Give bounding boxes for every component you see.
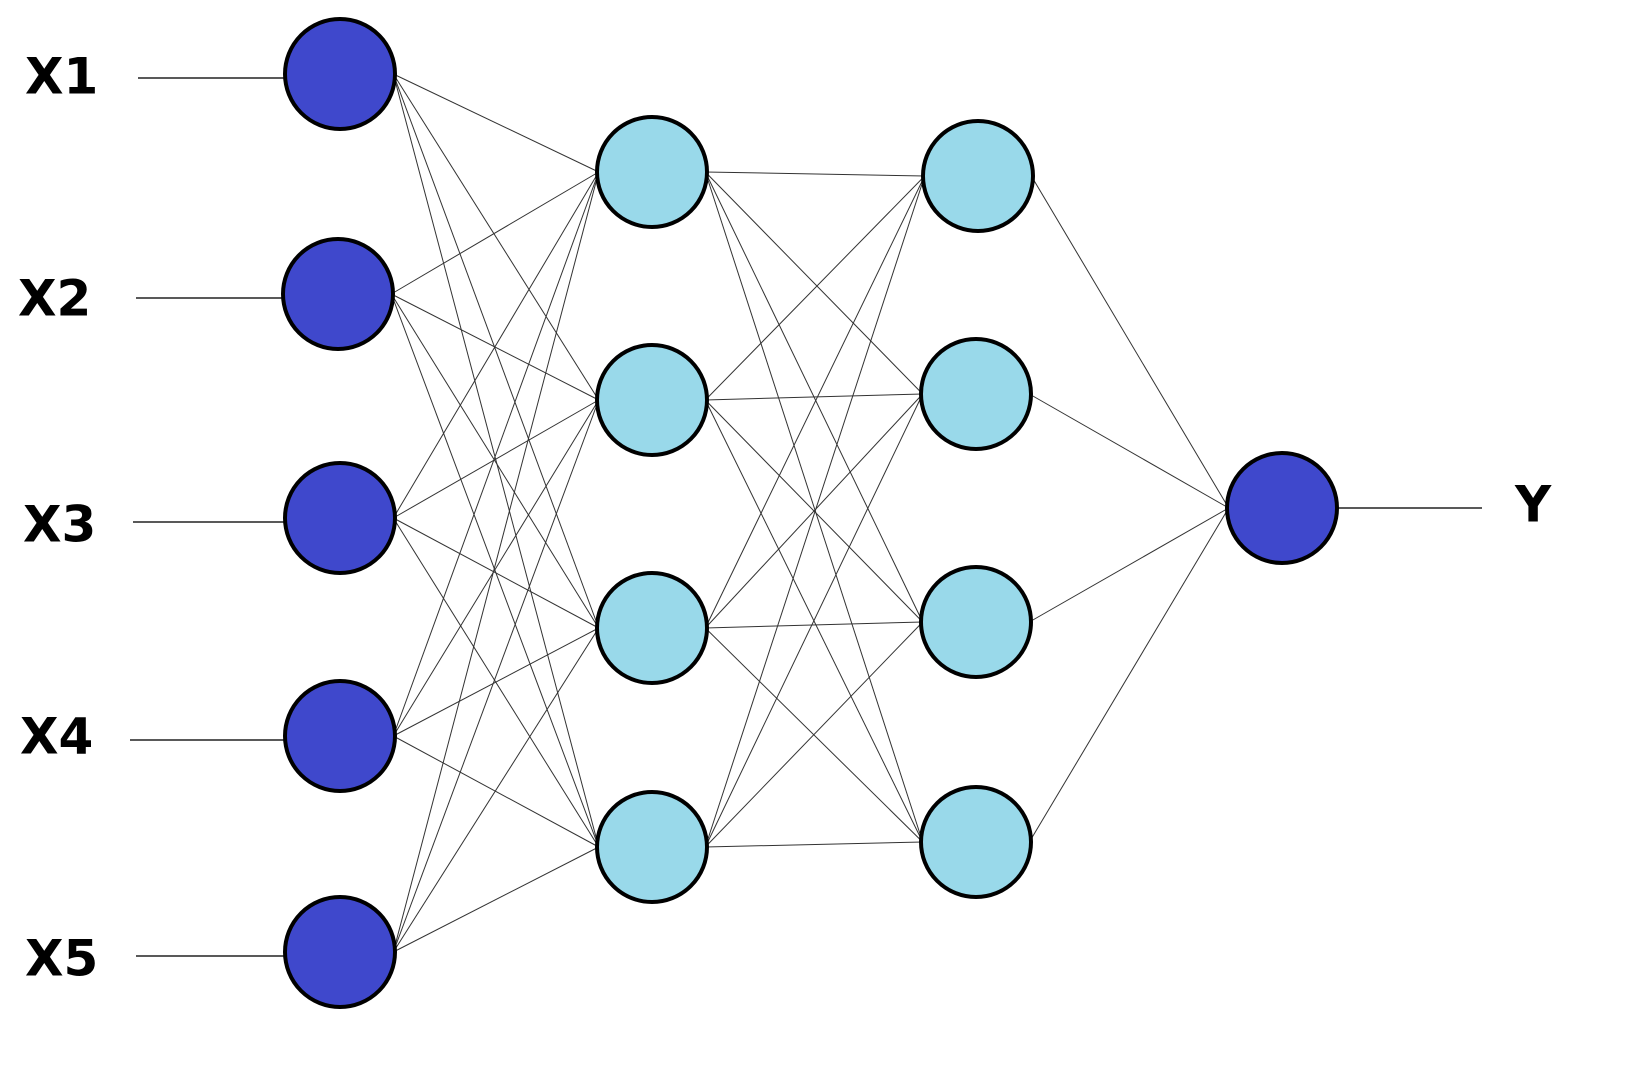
input-node-1: [283, 17, 397, 131]
edge-l1-5-to-1: [392, 171, 600, 953]
edge-l2-1-to-4: [704, 171, 924, 843]
input-label-x2: X2: [18, 270, 91, 328]
input-node-3: [283, 461, 397, 575]
edge-l1-1-to-1: [393, 73, 599, 173]
input-node-5: [283, 895, 397, 1009]
edge-l1-4-to-3: [393, 627, 599, 737]
hidden2-node-4: [919, 785, 1033, 899]
output-label-y: Y: [1514, 476, 1552, 534]
hidden1-node-2: [595, 343, 709, 457]
edge-l2-1-to-2: [704, 171, 924, 395]
edge-l2-4-to-3: [704, 621, 924, 848]
edge-l1-3-to-2: [393, 399, 599, 519]
edge-l3-4-to-1: [1028, 507, 1230, 843]
edge-l2-3-to-1: [704, 175, 926, 629]
edge-l2-2-to-2: [705, 393, 923, 401]
edge-l2-1-to-1: [705, 171, 925, 177]
hidden2-node-2: [919, 337, 1033, 451]
input-label-x1: X1: [25, 48, 98, 106]
hidden1-node-4: [595, 790, 709, 904]
input-label-x5: X5: [25, 930, 98, 988]
edge-l1-3-to-1: [392, 171, 600, 519]
edge-l2-3-to-2: [704, 393, 924, 629]
hidden1-node-1: [595, 115, 709, 229]
edge-l1-3-to-3: [393, 517, 599, 629]
edge-l2-2-to-1: [704, 175, 926, 401]
edge-l1-5-to-4: [393, 846, 599, 953]
edge-l2-4-to-2: [704, 393, 924, 848]
edge-l1-1-to-4: [392, 73, 600, 848]
edge-l2-4-to-4: [705, 841, 923, 848]
edge-l3-1-to-1: [1030, 175, 1230, 509]
edge-l3-3-to-1: [1029, 507, 1229, 623]
edge-l1-1-to-3: [392, 73, 600, 629]
hidden2-node-3: [919, 565, 1033, 679]
edge-l2-3-to-3: [705, 621, 923, 629]
hidden1-node-3: [595, 571, 709, 685]
output-node-1: [1225, 451, 1339, 565]
input-label-x3: X3: [23, 496, 96, 554]
edge-l3-2-to-1: [1029, 393, 1229, 509]
input-node-4: [283, 679, 397, 793]
edge-l1-2-to-1: [391, 171, 599, 295]
hidden2-node-1: [921, 119, 1035, 233]
edge-l2-4-to-1: [704, 175, 926, 848]
network-nodes: [281, 17, 1339, 1009]
input-label-x4: X4: [20, 708, 93, 766]
io-lines: [130, 77, 1482, 957]
edge-l1-5-to-2: [392, 399, 600, 953]
edge-l1-4-to-1: [392, 171, 600, 737]
edge-l1-5-to-3: [392, 627, 600, 953]
input-node-2: [281, 237, 395, 351]
edge-l1-1-to-2: [392, 73, 600, 401]
edge-l1-2-to-3: [390, 293, 600, 629]
edge-l1-4-to-4: [393, 735, 599, 848]
edge-l1-4-to-2: [392, 399, 600, 737]
connection-edges: [390, 73, 1230, 953]
